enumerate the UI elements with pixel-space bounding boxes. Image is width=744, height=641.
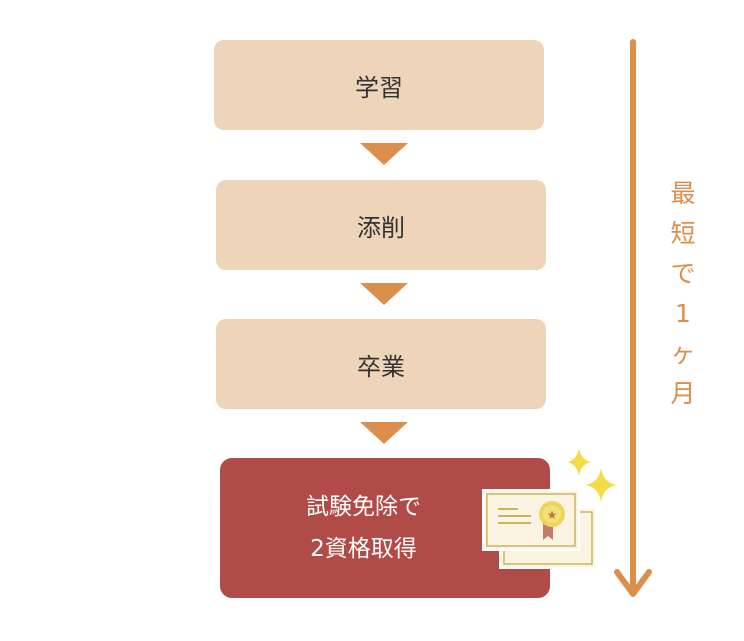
svg-text:★: ★ bbox=[547, 508, 558, 522]
step-label: 添削 bbox=[357, 213, 405, 242]
certificate-icon: ★ bbox=[482, 489, 597, 569]
duration-char: で bbox=[670, 259, 696, 288]
step-label: 卒業 bbox=[357, 352, 405, 381]
timeline-arrow-icon bbox=[614, 39, 652, 597]
step-correction: 添削 bbox=[216, 180, 546, 270]
down-triangle-icon bbox=[360, 283, 408, 305]
duration-char: 月 bbox=[670, 379, 696, 408]
down-triangle-icon bbox=[360, 422, 408, 444]
final-line1: 試験免除で bbox=[306, 494, 421, 520]
down-triangle-icon bbox=[360, 143, 408, 165]
step-study: 学習 bbox=[214, 40, 544, 130]
final-line2: 2資格取得 bbox=[310, 536, 417, 562]
duration-char: 短 bbox=[670, 219, 696, 248]
step-graduation: 卒業 bbox=[216, 319, 546, 409]
duration-char: ヶ bbox=[670, 339, 696, 368]
step-label: 学習 bbox=[355, 73, 403, 102]
duration-char: 1 bbox=[675, 299, 691, 328]
duration-char: 最 bbox=[670, 179, 696, 208]
duration-label: 最 短 で 1 ヶ 月 bbox=[668, 174, 698, 414]
sparkle-icon bbox=[567, 448, 616, 502]
